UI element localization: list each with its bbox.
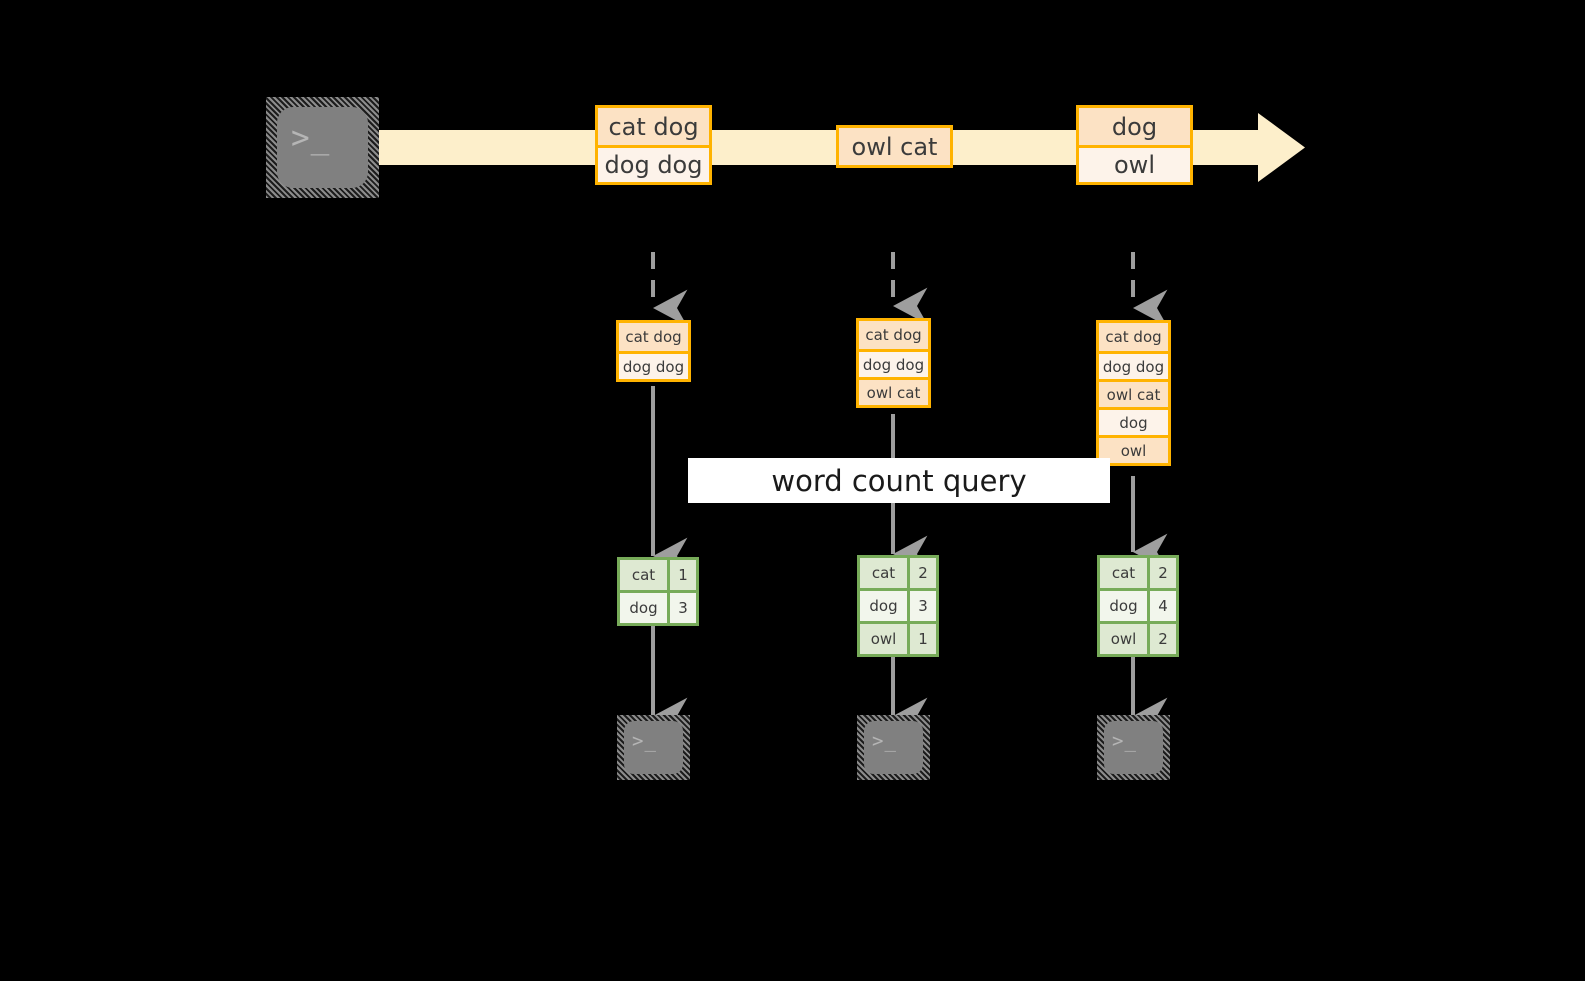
result-row: cat 2: [860, 558, 936, 588]
result-count: 3: [907, 591, 936, 621]
stream-event-row: dog dog: [598, 145, 709, 182]
terminal-prompt-glyph: >_: [291, 120, 331, 156]
sink-terminal-icon-1[interactable]: >_: [617, 715, 690, 780]
stream-event-group-1[interactable]: cat dog dog dog: [595, 105, 712, 185]
stream-event-row: owl cat: [839, 128, 950, 165]
stream-event-row: dog: [1079, 108, 1190, 145]
sink-terminal-icon-3[interactable]: >_: [1097, 715, 1170, 780]
result-table-1[interactable]: cat 1 dog 3: [617, 557, 699, 626]
result-count: 2: [1147, 558, 1176, 588]
query-label-band: word count query: [688, 458, 1110, 503]
accumulated-table-3[interactable]: cat dog dog dog owl cat dog owl: [1096, 320, 1171, 466]
result-word: cat: [1100, 558, 1147, 588]
result-row: dog 3: [860, 588, 936, 621]
result-word: owl: [860, 624, 907, 654]
result-row: cat 1: [620, 560, 696, 590]
stream-event-row: owl: [1079, 145, 1190, 182]
stream-event-row: cat dog: [598, 108, 709, 145]
result-word: dog: [620, 593, 667, 623]
result-word: dog: [1100, 591, 1147, 621]
accumulated-row: dog dog: [859, 349, 928, 377]
accumulated-row: dog dog: [1099, 351, 1168, 379]
result-count: 4: [1147, 591, 1176, 621]
accumulated-table-1[interactable]: cat dog dog dog: [616, 320, 691, 382]
accumulated-row: cat dog: [619, 323, 688, 351]
result-count: 1: [667, 560, 696, 590]
result-row: cat 2: [1100, 558, 1176, 588]
result-word: cat: [620, 560, 667, 590]
result-row: owl 2: [1100, 621, 1176, 654]
accumulated-row: dog dog: [619, 351, 688, 379]
accumulated-row: dog: [1099, 407, 1168, 435]
source-terminal-icon[interactable]: >_: [266, 97, 379, 198]
result-row: dog 4: [1100, 588, 1176, 621]
stream-event-group-2[interactable]: owl cat: [836, 125, 953, 168]
result-word: dog: [860, 591, 907, 621]
terminal-screen: [277, 107, 368, 188]
accumulated-row: owl cat: [859, 377, 928, 405]
query-label-text: word count query: [771, 463, 1027, 498]
sink-arrows: [651, 622, 1168, 735]
result-word: cat: [860, 558, 907, 588]
result-table-3[interactable]: cat 2 dog 4 owl 2: [1097, 555, 1179, 657]
terminal-prompt-glyph: >_: [1112, 730, 1137, 752]
accumulated-row: cat dog: [859, 321, 928, 349]
terminal-prompt-glyph: >_: [632, 730, 657, 752]
result-row: dog 3: [620, 590, 696, 623]
accumulated-table-2[interactable]: cat dog dog dog owl cat: [856, 318, 931, 408]
accumulated-row: cat dog: [1099, 323, 1168, 351]
result-word: owl: [1100, 624, 1147, 654]
terminal-prompt-glyph: >_: [872, 730, 897, 752]
result-count: 3: [667, 593, 696, 623]
accumulated-row: owl: [1099, 435, 1168, 463]
accumulated-row: owl cat: [1099, 379, 1168, 407]
result-count: 2: [1147, 624, 1176, 654]
stream-event-group-3[interactable]: dog owl: [1076, 105, 1193, 185]
result-table-2[interactable]: cat 2 dog 3 owl 1: [857, 555, 939, 657]
result-count: 2: [907, 558, 936, 588]
stream-tap-arrows: [651, 252, 1168, 327]
result-count: 1: [907, 624, 936, 654]
result-row: owl 1: [860, 621, 936, 654]
sink-terminal-icon-2[interactable]: >_: [857, 715, 930, 780]
